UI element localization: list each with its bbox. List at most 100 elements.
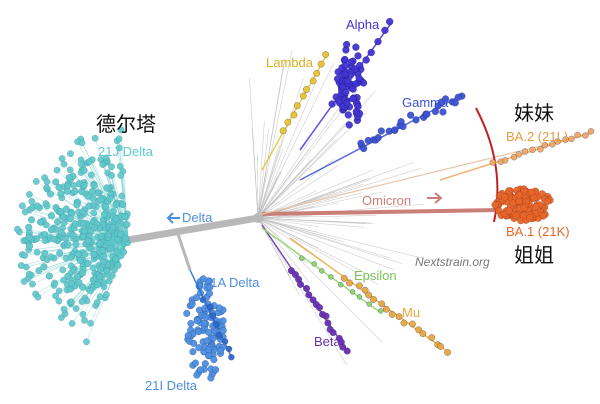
gamma-node <box>451 99 459 107</box>
nextstrain-watermark: Nextstrain.org <box>415 255 490 269</box>
gamma-node <box>357 139 365 147</box>
delta-21j-core-node <box>43 184 51 192</box>
delta-21j-core-node <box>64 182 72 190</box>
gray-branch-line <box>257 217 383 343</box>
delta-21j-node <box>93 299 101 306</box>
delta-21j-core-node <box>80 181 88 189</box>
omicron-arrow: Omicron <box>362 192 443 208</box>
gray-branch-line <box>257 153 259 219</box>
delta-21j-core-node <box>88 188 96 196</box>
alpha-label: Alpha <box>346 17 380 32</box>
delta-21j-core-node <box>117 230 125 238</box>
delta-21j-core-node <box>69 231 77 239</box>
delta-21j-node <box>70 266 78 274</box>
beta-node <box>329 329 337 336</box>
delta-21a-node <box>201 360 209 368</box>
delta-21j-core-node <box>73 273 81 281</box>
omicron-ba1-node <box>512 212 520 220</box>
omicron-ba2-node <box>541 142 548 149</box>
delta-21a-node <box>190 339 198 347</box>
delta-21j-core-node <box>74 250 82 258</box>
gamma-node <box>412 116 420 124</box>
delta-21a-node <box>207 374 215 382</box>
delta-21j-core-node <box>97 196 105 204</box>
delta-21a-node <box>183 309 191 317</box>
delta-21j-core-node <box>96 240 104 248</box>
delta-21a-node <box>212 366 220 374</box>
omicron-ba2-node <box>489 159 497 166</box>
beta-node <box>343 347 351 355</box>
gray-branch-line <box>257 217 403 265</box>
lambda-node <box>284 118 292 126</box>
ba2-label: BA.2 (21L) <box>506 129 568 144</box>
delta-21j-branch <box>81 142 129 241</box>
omicron-ba1-node <box>543 197 551 206</box>
delta-21a-node <box>193 317 201 325</box>
omicron-ba2-node <box>587 128 595 135</box>
alpha-core-node <box>359 79 368 87</box>
delta-21a-node <box>195 344 203 352</box>
delta-21j-node <box>52 292 59 300</box>
omicron-ba1-node <box>505 207 513 215</box>
mu-label: Mu <box>402 305 420 320</box>
variant-clusters <box>14 18 595 382</box>
alpha-core-node <box>345 121 353 129</box>
delta-21j-node <box>20 278 28 285</box>
gamma-node <box>391 126 399 134</box>
delta-21j-node <box>21 252 29 259</box>
delta-21a-tail-node <box>221 338 229 345</box>
delta-21j-core-node <box>106 244 114 252</box>
alpha-core-node <box>347 58 355 66</box>
delta-21a-label: 21A Delta <box>203 275 260 290</box>
mu-node <box>400 319 408 327</box>
delta-21j-core-node <box>79 220 87 228</box>
omicron-ba1-node <box>491 201 499 209</box>
delta-21j-node <box>19 202 26 210</box>
delta-21j-core-node <box>73 201 81 209</box>
gamma-node <box>407 111 415 119</box>
delta-21j-node <box>43 202 51 210</box>
mu-node <box>340 274 348 282</box>
delta-21j-node <box>80 167 88 174</box>
delta-21a-tail-cluster <box>189 269 235 361</box>
alpha-core-node <box>343 40 351 49</box>
delta-21j-core-node <box>90 224 98 232</box>
delta-21j-core-node <box>45 272 53 280</box>
alpha-core-node <box>342 88 350 96</box>
beta-node <box>297 280 304 288</box>
delta-21j-label: 21J Delta <box>98 144 154 159</box>
delta-21a-node <box>204 346 212 354</box>
delta-21j-node <box>17 262 25 269</box>
gray-branch-line <box>257 217 364 228</box>
beta-cluster <box>261 224 351 355</box>
delta-21a-node <box>219 327 227 335</box>
alpha-node <box>328 100 336 108</box>
gray-branch-line <box>249 77 259 219</box>
delta-21j-core-node <box>119 201 127 209</box>
delta-21j-node <box>60 305 68 313</box>
root-node <box>253 213 263 223</box>
delta-21j-node <box>83 338 90 346</box>
delta-21j-node <box>67 150 74 158</box>
gray-branch-line <box>257 78 304 219</box>
omicron-ba2-node <box>537 146 544 153</box>
gamma-cluster <box>299 92 466 181</box>
gray-branch-line <box>257 176 278 219</box>
lambda-node <box>290 111 298 119</box>
delta-21j-core-node <box>64 241 72 249</box>
omicron-ba2-cluster <box>439 128 595 181</box>
delta-21a-node <box>188 300 196 308</box>
delta-21j-node <box>25 270 33 278</box>
gray-branch-line <box>257 217 309 282</box>
beta-node <box>303 285 310 292</box>
delta-21a-node <box>193 371 201 379</box>
delta-21j-core-node <box>93 281 101 289</box>
omicron-ba1-node <box>520 204 528 212</box>
delta-21j-core-node <box>47 226 55 234</box>
delta-21j-core-node <box>27 216 35 224</box>
delta-21j-node <box>43 178 51 186</box>
delta-21j-core-node <box>98 247 106 255</box>
gamma-node <box>423 110 431 118</box>
omicron-ba2-node <box>549 141 556 148</box>
epsilon-node <box>311 261 317 267</box>
